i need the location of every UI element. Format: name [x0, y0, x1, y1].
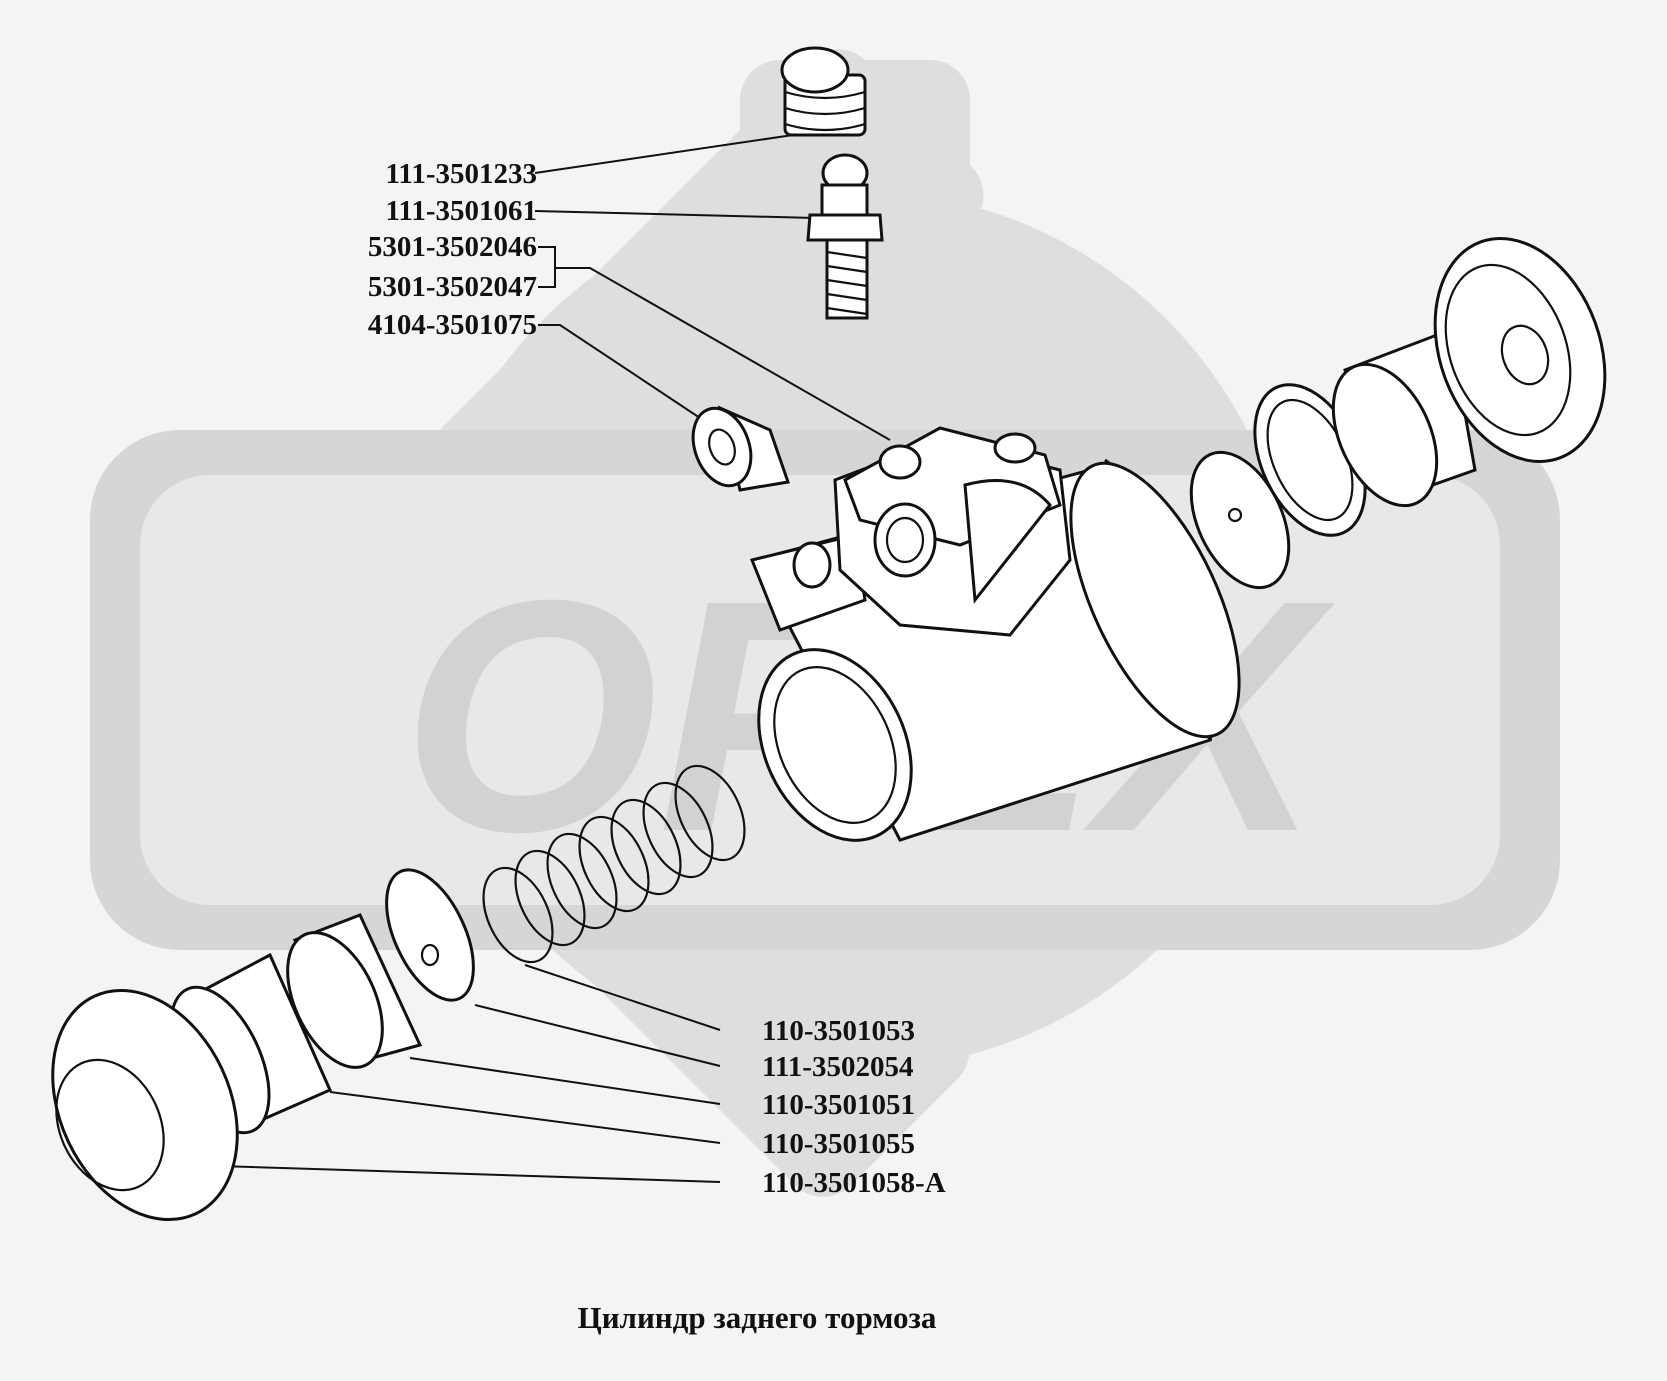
- upper-labels: 111-3501233 111-3501061 5301-3502046 530…: [368, 158, 537, 341]
- label-5301-3502047: 5301-3502047: [368, 271, 537, 303]
- label-5301-3502046: 5301-3502046: [368, 231, 537, 263]
- label-111-3501233: 111-3501233: [386, 158, 537, 190]
- label-4104-3501075: 4104-3501075: [368, 309, 537, 341]
- label-110-3501058-A: 110-3501058-A: [762, 1167, 946, 1199]
- bushing-part: [691, 405, 790, 492]
- label-111-3502054: 111-3502054: [762, 1051, 913, 1083]
- spring-part: [482, 764, 746, 964]
- label-110-3501051: 110-3501051: [762, 1089, 915, 1121]
- left-piston-assembly: [51, 868, 475, 1222]
- leader-lines: [219, 134, 891, 1183]
- label-110-3501053: 110-3501053: [762, 1015, 915, 1047]
- label-110-3501055: 110-3501055: [762, 1128, 915, 1160]
- cylinder-body-part: [749, 426, 1241, 842]
- diagram-caption: Цилиндр заднего тормоза: [578, 1300, 937, 1335]
- bleeder-valve-part: [806, 153, 884, 320]
- bleeder-cap-part: [780, 46, 867, 137]
- label-111-3501061: 111-3501061: [386, 195, 537, 227]
- lower-labels: 110-3501053 111-3502054 110-3501051 110-…: [762, 1015, 946, 1199]
- right-piston-assembly: [1189, 237, 1607, 590]
